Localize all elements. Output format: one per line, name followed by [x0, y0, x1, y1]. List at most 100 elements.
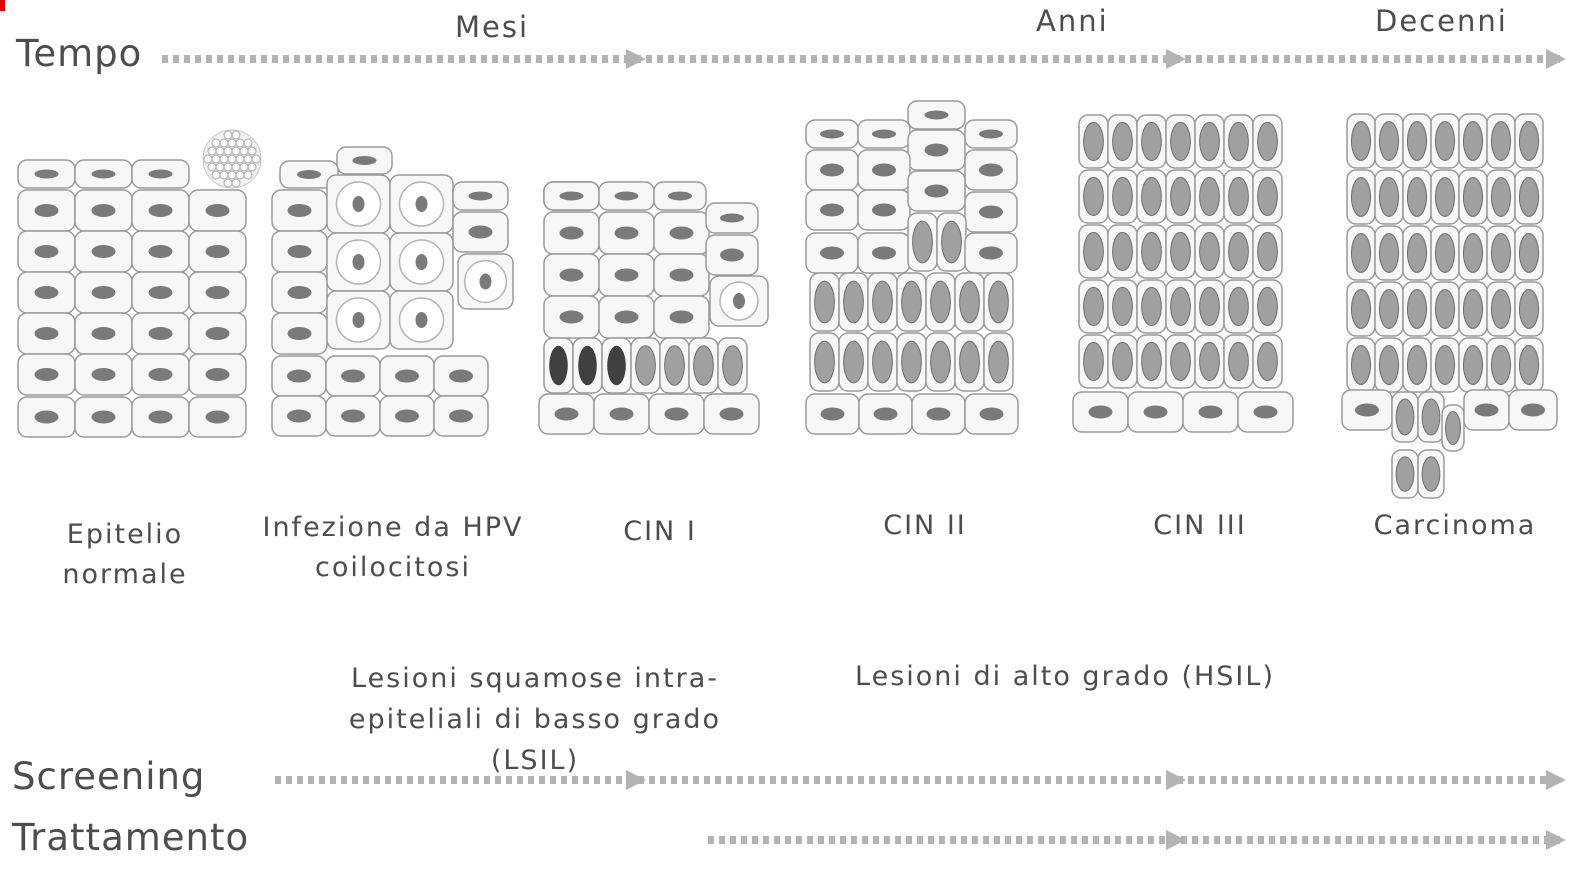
epithelial-cell [653, 211, 710, 255]
virion-capsomere [235, 138, 245, 148]
virion-capsomere [223, 130, 233, 140]
epithelial-cell [896, 332, 927, 392]
cell-nucleus [341, 369, 365, 383]
cell-nucleus [34, 368, 59, 381]
cell-nucleus [959, 340, 980, 384]
cell-nucleus [91, 204, 116, 217]
epithelial-cell [131, 230, 190, 273]
epithelial-cell [1165, 169, 1196, 224]
epithelial-cell [1346, 113, 1376, 169]
cell-nucleus [1088, 405, 1113, 419]
epithelial-cell [17, 353, 76, 396]
stage-label-cin2: CIN II [883, 510, 967, 541]
cell-nucleus [1228, 341, 1249, 382]
epithelial-cell [325, 355, 381, 397]
cell-nucleus [1083, 341, 1104, 382]
epithelial-cell [907, 170, 966, 212]
cell-nucleus [559, 310, 584, 324]
epithelial-cell [593, 393, 650, 435]
cell-nucleus [34, 204, 59, 217]
virion-capsomere [239, 162, 249, 172]
epithelial-cell [1194, 334, 1225, 389]
cell-nucleus [205, 286, 230, 299]
epithelial-cell [907, 129, 966, 171]
cell-nucleus [205, 410, 230, 424]
epithelial-cell [452, 181, 509, 211]
epithelial-cell [1341, 389, 1393, 431]
epithelial-cell [17, 312, 76, 355]
cell-nucleus [820, 203, 844, 217]
cell-nucleus [34, 245, 59, 258]
epithelial-cell [983, 332, 1014, 392]
epithelial-cell [653, 181, 707, 211]
cell-nucleus [1518, 177, 1540, 217]
epithelial-cell [1223, 114, 1254, 169]
cell-nucleus [287, 327, 312, 340]
cell-nucleus [1141, 231, 1162, 272]
epithelial-cell [709, 275, 769, 327]
cell-nucleus [1141, 121, 1162, 162]
cell-nucleus [1199, 176, 1220, 217]
cell-nucleus [872, 203, 896, 217]
epithelial-cell [964, 149, 1018, 191]
cell-nucleus [1112, 231, 1133, 272]
epithelial-cell [1165, 224, 1196, 279]
cell-nucleus [287, 204, 312, 217]
cell-nucleus [1378, 233, 1400, 273]
virion-capsomere [219, 154, 229, 164]
epithelial-cell [1252, 169, 1283, 224]
virion-capsomere [211, 170, 221, 180]
epithelial-cell [389, 174, 454, 234]
epithelial-cell [1346, 225, 1376, 281]
cell-nucleus [635, 345, 656, 386]
epithelial-cell [457, 253, 514, 310]
epithelial-cell [131, 353, 190, 396]
epithelial-cell [1514, 169, 1544, 225]
cell-nucleus [1518, 121, 1540, 161]
cell-nucleus [148, 286, 173, 299]
epithelial-cell [1430, 337, 1460, 393]
epithelial-cell [1194, 114, 1225, 169]
cell-nucleus [1518, 345, 1540, 385]
dotted-arrow [275, 770, 1566, 790]
epithelial-cell [389, 232, 454, 292]
cell-nucleus [91, 327, 116, 340]
epithelial-cell [805, 119, 859, 149]
arrow-head [1546, 49, 1566, 69]
epithelial-cell [857, 149, 911, 191]
cell-nucleus [34, 327, 59, 340]
epithelial-cell [188, 189, 247, 232]
virion-capsomere [219, 170, 229, 180]
cell-nucleus [1083, 231, 1104, 272]
cell-nucleus [1350, 289, 1372, 329]
cell-nucleus [1350, 233, 1372, 273]
cell-nucleus [1112, 121, 1133, 162]
cell-nucleus [1257, 231, 1278, 272]
cell-nucleus [287, 286, 312, 299]
cell-nucleus [1199, 121, 1220, 162]
virion-capsomere [243, 170, 253, 180]
epithelial-cell [188, 230, 247, 273]
virion-capsomere [235, 170, 245, 180]
cell-nucleus [1434, 233, 1456, 273]
epithelial-cell [805, 232, 859, 274]
cell-nucleus [1199, 231, 1220, 272]
cell-nucleus [468, 191, 493, 201]
epithelial-cell [1223, 279, 1254, 334]
epithelial-cell [1463, 389, 1510, 431]
epithelial-cell [964, 119, 1018, 149]
epithelial-cell [543, 295, 600, 339]
cell-nucleus [1170, 341, 1191, 382]
epithelial-cell [1237, 391, 1294, 433]
virion-capsomere [227, 138, 237, 148]
cell-nucleus [901, 280, 922, 324]
cell-nucleus [1490, 289, 1512, 329]
epithelial-cell [1458, 337, 1488, 393]
cell-nucleus [719, 407, 744, 421]
epithelial-cell [271, 312, 328, 355]
epithelial-cell [1127, 391, 1184, 433]
cell-nucleus [669, 310, 694, 324]
cell-nucleus [415, 254, 428, 270]
hpv-virion-icon [202, 129, 262, 189]
cell-nucleus [1141, 176, 1162, 217]
